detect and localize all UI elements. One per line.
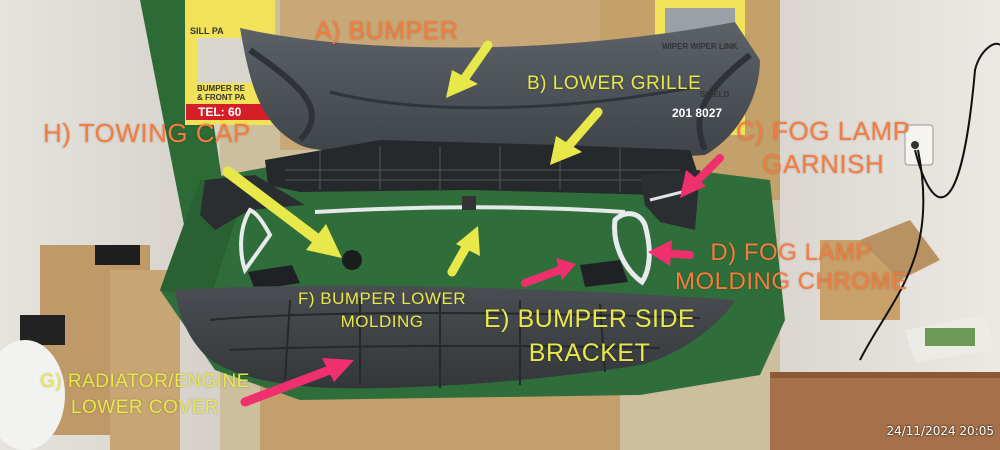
arrow-e [521,266,564,287]
label-bumper: A) BUMPER [315,17,459,45]
arrow-g-head [322,358,354,382]
arrow-h-head [306,224,342,258]
label-fog-lamp-garnish-line2: GARNISH [762,149,885,180]
arrow-b-head [550,136,582,165]
green-roll [140,0,225,230]
poster-right-sub: SHIELD [700,90,730,99]
label-bumper-side-bracket: E) BUMPER SIDE BRACKET [484,306,695,367]
product-box-print [925,328,975,346]
arrow-c-head [680,170,706,198]
poster-right-phone: 201 8027 [672,106,723,120]
towing-cap [342,250,362,270]
arrow-b [560,107,603,155]
poster-left-title: SILL PA [190,26,224,36]
label-bumper-text: A) BUMPER [315,17,459,45]
lower-grille [265,140,700,195]
label-fog-lamp-molding-chrome-line1: D) FOG LAMP [710,239,872,266]
label-bumper-lower-molding-line2: MOLDING [340,311,424,331]
white-bag [0,340,65,450]
wooden-table-edge [770,372,1000,378]
fog-lamp-molding-left [239,207,273,275]
label-fog-lamp-garnish-line1: C) FOG LAMP [736,116,911,146]
arrow-h [222,166,328,249]
fog-lamp-garnish-left [200,175,305,230]
label-bumper-side-bracket-line2: BRACKET [528,339,651,368]
label-lower-grille-text: B) LOWER GRILLE [527,73,702,94]
arrow-e-head [556,258,576,280]
radiator-engine-lower-cover [175,285,735,389]
bumper-side-bracket-left [248,265,300,290]
fog-lamp-molding-right [612,211,652,286]
power-cable [859,149,925,361]
label-lower-grille: B) LOWER GRILLE [527,74,701,94]
poster-left-phone: TEL: 60 [198,105,242,119]
label-towing-cap-text: H) TOWING CAP [43,118,251,148]
arrow-d-head [648,240,672,266]
arrow-a-head [446,70,478,98]
label-radiator-engine-lower-cover: G) RADIATOR/ENGINE LOWER COVER [40,372,250,418]
label-bumper-lower-molding: F) BUMPER LOWER MOLDING [298,290,466,331]
label-fog-lamp-garnish: C) FOG LAMP GARNISH [736,116,911,180]
poster-right-title: WIPER WIPER LINK [662,42,738,51]
label-bumper-side-bracket-line1: E) BUMPER SIDE [484,305,696,333]
poster-left-sub1: BUMPER RE [197,84,246,93]
label-fog-lamp-molding-chrome-line2: MOLDING CHROME [675,268,908,296]
black-case [20,315,65,345]
arrow-c [691,154,724,187]
wooden-table [770,375,1000,450]
label-radiator-engine-lower-cover-line2: LOWER COVER [70,396,219,418]
arrow-g [240,363,340,407]
bumper-side-bracket-right [580,260,628,287]
label-towing-cap: H) TOWING CAP [43,118,251,148]
label-bumper-lower-molding-line1: F) BUMPER LOWER [298,289,467,308]
black-device [95,245,140,265]
poster-left-sub2: & FRONT PA [197,93,246,102]
power-cable [914,42,1000,199]
label-fog-lamp-molding-chrome: D) FOG LAMP MOLDING CHROME [675,239,908,296]
label-radiator-engine-lower-cover-line1: G) RADIATOR/ENGINE [40,371,250,392]
arrow-f-head [456,226,480,256]
photo-timestamp: 24/11/2024 20:05 [886,424,994,438]
bumper [240,22,760,157]
